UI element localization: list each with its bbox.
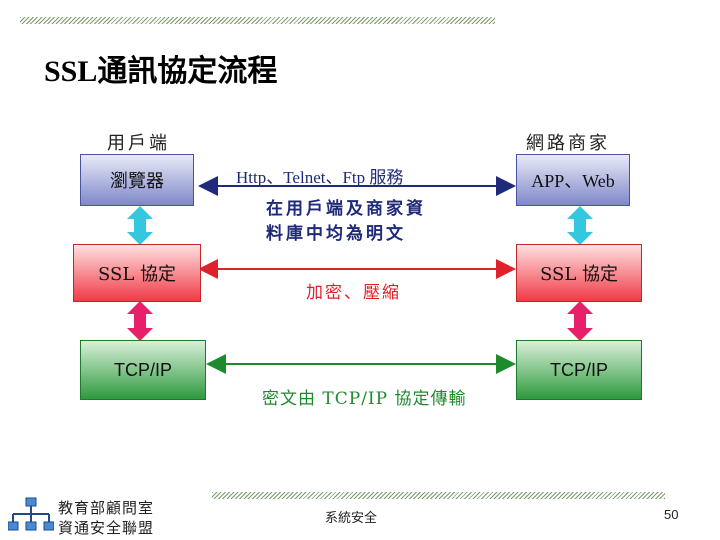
footer-course-name: 系統安全 bbox=[325, 510, 378, 525]
client-vertical-arrow-bottom bbox=[127, 301, 153, 341]
client-ssl-box: SSL 協定 bbox=[73, 244, 201, 302]
org-name-line-2: 資通安全聯盟 bbox=[58, 519, 155, 537]
merchant-vertical-arrow-top bbox=[567, 206, 593, 245]
client-tcpip-box: TCP/IP bbox=[80, 340, 206, 400]
browser-box: 瀏覽器 bbox=[80, 154, 194, 206]
merchant-ssl-box: SSL 協定 bbox=[516, 244, 642, 302]
app-web-box: APP、Web bbox=[516, 154, 630, 206]
tcpip-arrow-label: 密文由 TCP/IP 協定傳輸 bbox=[262, 389, 467, 409]
merchant-vertical-arrow-bottom bbox=[567, 301, 593, 341]
org-name-line-1: 教育部顧問室 bbox=[58, 499, 155, 517]
merchant-tcpip-box: TCP/IP bbox=[516, 340, 642, 400]
client-column-label: 用戶端 bbox=[107, 133, 170, 154]
slide-title: SSL通訊協定流程 bbox=[44, 55, 278, 88]
ssl-arrow-label: 加密、壓縮 bbox=[306, 283, 401, 303]
footer-hatch-line bbox=[212, 492, 665, 499]
network-logo-icon bbox=[8, 497, 54, 531]
page-number: 50 bbox=[664, 507, 679, 522]
application-arrow-label: Http、Telnet、Ftp 服務 bbox=[236, 168, 404, 187]
client-vertical-arrow-top bbox=[127, 206, 153, 245]
header-hatch-line bbox=[20, 17, 495, 24]
plaintext-note-line-1: 在用戶端及商家資 bbox=[266, 199, 426, 219]
merchant-column-label: 網路商家 bbox=[526, 133, 610, 154]
plaintext-note-line-2: 料庫中均為明文 bbox=[266, 224, 406, 244]
